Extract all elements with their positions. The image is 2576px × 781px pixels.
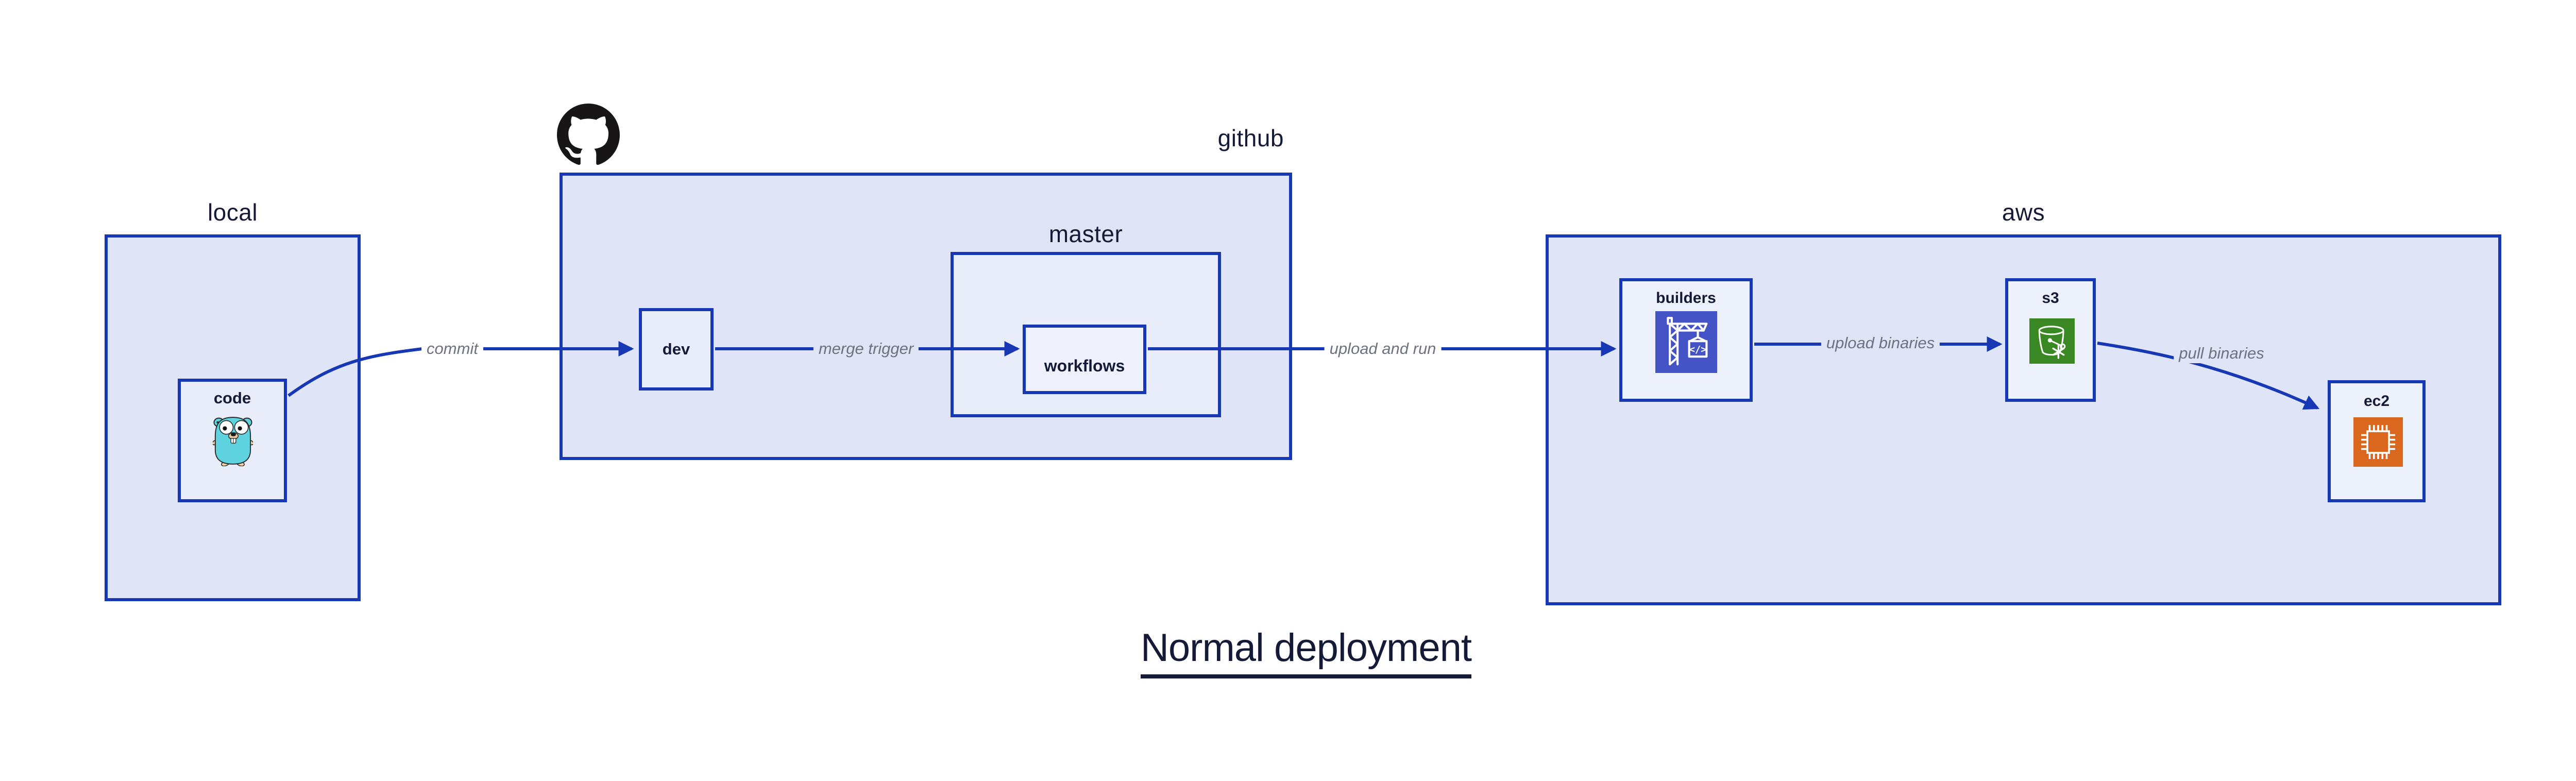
node-dev-box: dev [639, 308, 714, 390]
node-ec2-label: ec2 [2363, 393, 2390, 410]
go-gopher-icon [213, 417, 253, 466]
group-master-label: master [1048, 220, 1123, 247]
group-github-label: github [1217, 125, 1284, 151]
node-builders-label: builders [1656, 290, 1716, 307]
edge-upload-binaries-label: upload binaries [1821, 333, 1940, 353]
node-dev-label: dev [662, 340, 690, 358]
node-workflows-label: workflows [1044, 356, 1125, 375]
s3-bucket-icon [2029, 318, 2075, 364]
edge-commit-label: commit [421, 339, 483, 359]
group-aws-label: aws [2002, 199, 2045, 226]
node-ec2-box: ec2 [2328, 380, 2426, 502]
edge-upload-and-run-label: upload and run [1324, 339, 1442, 359]
node-s3-label: s3 [2042, 290, 2059, 307]
ec2-chip-icon [2353, 417, 2403, 467]
codebuild-crane-icon: </> [1655, 311, 1717, 373]
svg-text:</>: </> [1689, 345, 1707, 355]
node-s3-box: s3 [2005, 278, 2096, 402]
node-code-box: code [178, 379, 287, 502]
group-local-label: local [207, 199, 258, 226]
diagram-title: Normal deployment [1074, 625, 1538, 678]
edge-pull-binaries-label: pull binaries [2174, 344, 2269, 363]
node-code-label: code [213, 389, 251, 407]
node-builders-box: builders </> [1619, 278, 1753, 402]
edge-merge-trigger-label: merge trigger [813, 339, 919, 359]
node-workflows-box: workflows [1023, 325, 1146, 394]
diagram-title-text: Normal deployment [1141, 625, 1472, 678]
github-octocat-icon [557, 104, 620, 165]
